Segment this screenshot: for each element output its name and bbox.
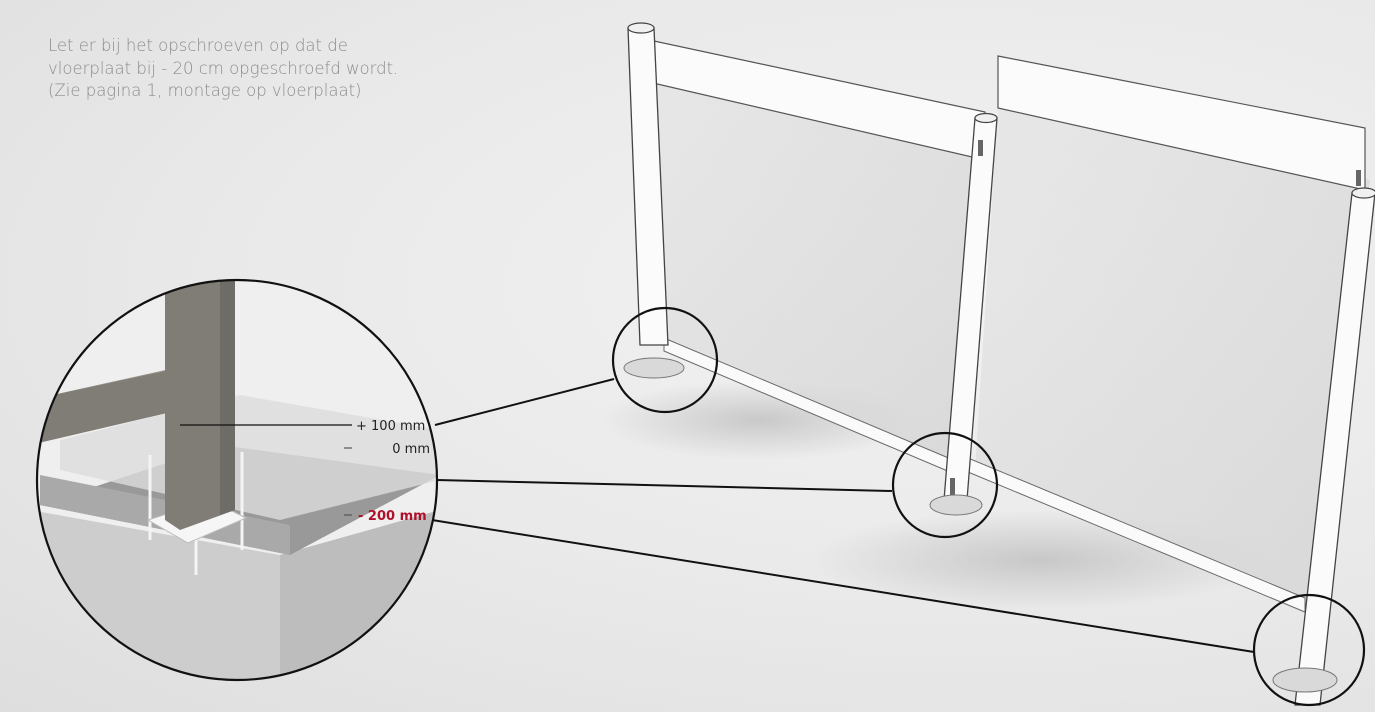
highlight-circle-left (611, 306, 719, 414)
label-minus-200mm: - 200 mm (358, 509, 427, 524)
label-0mm: 0 mm (392, 442, 430, 457)
floor-plates (623, 357, 1338, 693)
connector-lines (431, 378, 1255, 653)
instruction-text: Let er bij het opschroeven op dat de vlo… (48, 35, 488, 103)
instruction-line-3: (Zie pagina 1, montage op vloerplaat) (48, 81, 362, 100)
glass-panel-left (650, 55, 985, 470)
detail-magnifier (35, 278, 439, 682)
highlight-circle-right (1252, 593, 1366, 707)
instruction-line-1: Let er bij het opschroeven op dat de (48, 36, 348, 55)
post-left (627, 22, 669, 346)
highlight-circle-middle (891, 431, 999, 539)
instruction-line-2: vloerplaat bij - 20 cm opgeschroefd word… (48, 58, 399, 78)
glass-panel-right (975, 75, 1370, 620)
label-plus-100mm: + 100 mm (356, 419, 425, 434)
